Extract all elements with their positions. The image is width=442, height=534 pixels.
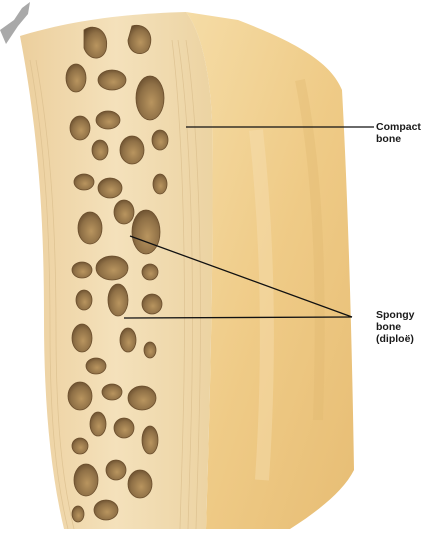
- compact-bone-label: Compact bone: [376, 121, 421, 145]
- spongy-bone-label-line-2: bone: [376, 321, 415, 333]
- bone-block: [20, 12, 354, 529]
- spongy-bone-label-line-3: (diploë): [376, 333, 415, 345]
- compact-bone-label-line-1: Compact: [376, 121, 421, 133]
- compact-bone-label-line-2: bone: [376, 133, 421, 145]
- spongy-bone-label: Spongy bone (diploë): [376, 309, 415, 345]
- spongy-bone-label-line-1: Spongy: [376, 309, 415, 321]
